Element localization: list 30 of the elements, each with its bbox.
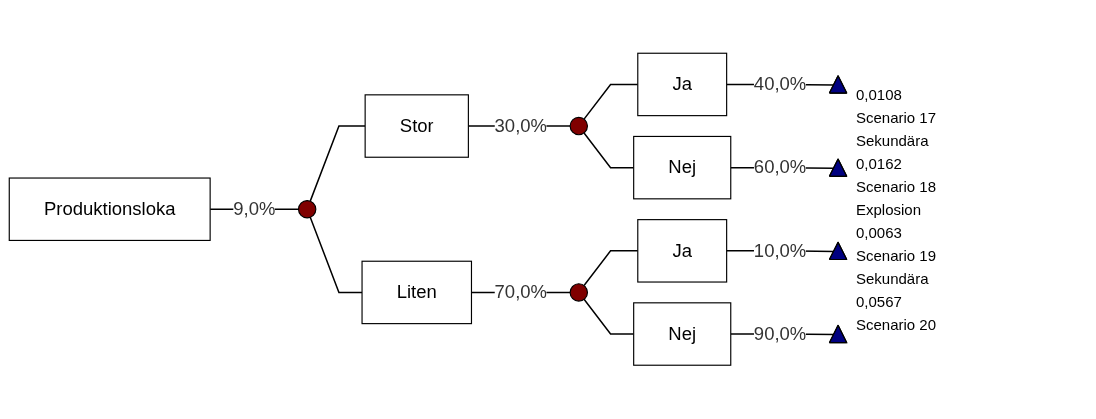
edge-label: 9,0%	[233, 199, 276, 219]
note-text: Explosion	[856, 201, 923, 218]
node-box: Produktionsloka	[8, 177, 211, 242]
note-text: 0,0063	[856, 224, 903, 241]
note-text: Scenario 17	[856, 109, 938, 126]
node-box: Liten	[361, 260, 473, 325]
note-text: Scenario 20	[856, 316, 938, 333]
connector	[309, 216, 363, 294]
connector	[309, 125, 366, 203]
note-text: Scenario 18	[856, 178, 938, 195]
edge-label: 60,0%	[753, 157, 807, 178]
note-text: Scenario 19	[856, 247, 938, 264]
node-box: Ja	[637, 52, 728, 117]
node-circle	[569, 283, 589, 302]
edge-label: 90,0%	[753, 323, 807, 344]
note-text: Sekundära	[856, 132, 930, 149]
node-circle	[569, 117, 589, 136]
note-text: 0,0108	[856, 86, 903, 103]
node-circle	[297, 200, 317, 219]
note-text: Sekundära	[856, 270, 930, 287]
note-text: 0,0567	[856, 293, 903, 310]
node-box: Stor	[364, 94, 469, 159]
edge-label: 10,0%	[753, 240, 807, 261]
edge-label: 40,0%	[753, 74, 807, 94]
edge-label: 30,0%	[494, 115, 548, 136]
node-box: Nej	[633, 136, 732, 200]
edge-label: 70,0%	[494, 282, 548, 302]
note-text: 0,0162	[856, 155, 903, 172]
node-box: Nej	[633, 302, 732, 367]
node-box: Ja	[637, 219, 728, 283]
